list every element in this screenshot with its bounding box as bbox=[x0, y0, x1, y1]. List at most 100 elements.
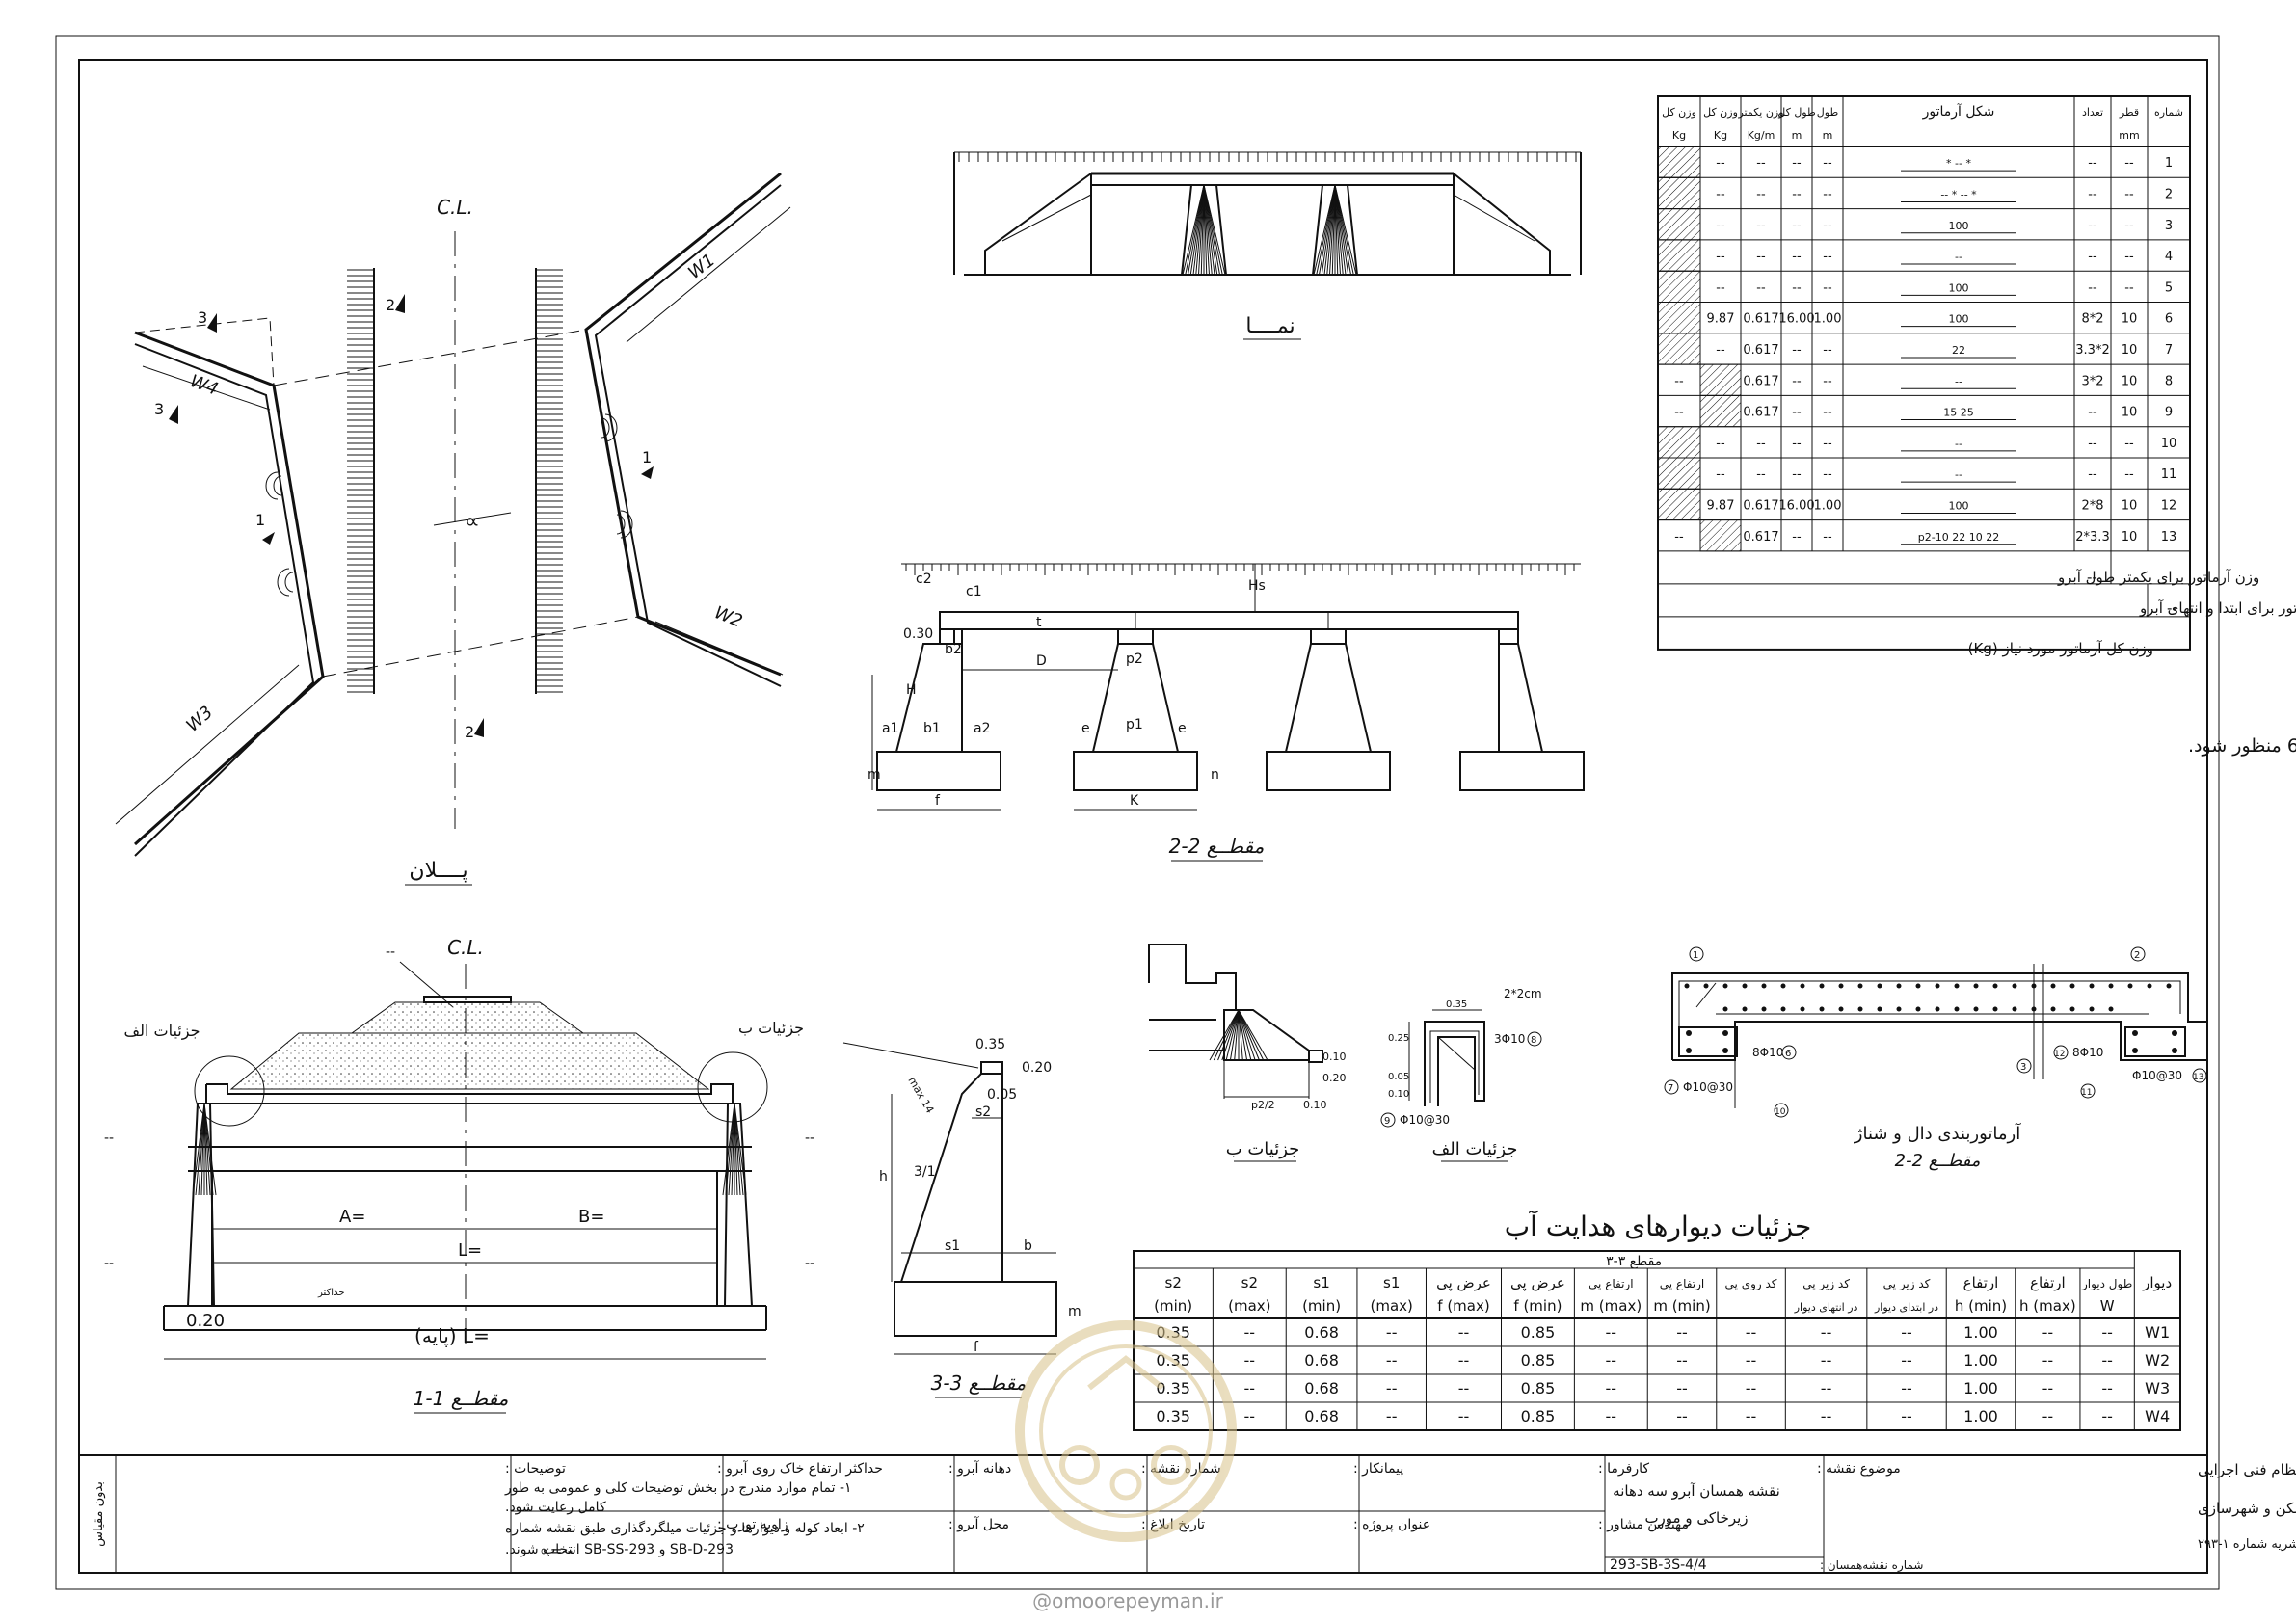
rebar-cell: 10 bbox=[2122, 343, 2138, 358]
plan-w3: W3 bbox=[182, 703, 217, 736]
tb-skew-value: ∝=-- bbox=[540, 1542, 573, 1559]
section22-title: مقطــع 2-2 bbox=[1169, 835, 1265, 858]
rebar-header-unit-7: Kg bbox=[1714, 129, 1727, 142]
wall-cell: -- bbox=[1901, 1323, 1912, 1342]
wall-header-4: کد زیر پی bbox=[1883, 1277, 1931, 1291]
wall-cell: -- bbox=[1821, 1407, 1832, 1425]
rebar-header-unit-8: Kg bbox=[1672, 129, 1686, 142]
rebar-cell: -- bbox=[2088, 156, 2097, 171]
rebar-cell: -- bbox=[1674, 530, 1684, 545]
wall-cell: 1.00 bbox=[1963, 1407, 1998, 1425]
slab-bar12: 8Φ10 bbox=[2072, 1046, 2103, 1059]
tb-consultant-label: مهندس مشاور : bbox=[1598, 1517, 1689, 1532]
rebar-cell: -- bbox=[1716, 219, 1725, 233]
rebar-cell: -- bbox=[1716, 280, 1725, 295]
rebar-cell: 3 bbox=[2165, 219, 2173, 233]
wall-header-8: ارتفاع پی bbox=[1589, 1277, 1634, 1291]
wall-cell: -- bbox=[1606, 1351, 1617, 1370]
wall-cell: -- bbox=[2042, 1379, 2054, 1397]
wall-header-0: دیوار bbox=[2142, 1274, 2172, 1291]
deta-bar9: Φ10@30 bbox=[1400, 1113, 1450, 1127]
rebar-cell: 0.617 bbox=[1743, 498, 1778, 513]
watermark-text: @omoorepeyman.ir bbox=[1032, 1589, 1223, 1612]
s11-a: A= bbox=[339, 1207, 365, 1227]
s22-a1: a1 bbox=[882, 721, 899, 736]
rebar-cell: 10 bbox=[2122, 406, 2138, 420]
wall-header-12: s1 bbox=[1313, 1274, 1329, 1291]
rebar-cell: -- bbox=[1792, 280, 1802, 295]
rebar-cell: 0.617 bbox=[1743, 312, 1778, 327]
wall-header-9: عرض پی bbox=[1510, 1274, 1565, 1292]
rebar-cell: 5 bbox=[2165, 280, 2173, 295]
wall-header-5: کد زیر پی bbox=[1802, 1277, 1850, 1291]
slab-n2: 2 bbox=[2134, 950, 2140, 961]
rebar-cell: 100 bbox=[1949, 220, 1969, 232]
rebar-cell: 0.617 bbox=[1743, 343, 1778, 358]
rebar-cell: -- bbox=[2124, 156, 2134, 171]
rebar-cell: 9.87 bbox=[1707, 312, 1735, 327]
deta-n9: 9 bbox=[1384, 1116, 1390, 1127]
tb-subject-1: نقشه همسان آبرو سه دهانه bbox=[1613, 1482, 1780, 1500]
wall-header-sub-14: (min) bbox=[1154, 1297, 1192, 1315]
deta-025: 0.25 bbox=[1388, 1033, 1409, 1044]
s22-m: m bbox=[868, 767, 881, 783]
detail-b: p2/2 0.10 0.10 0.20 جزئیات ب bbox=[1148, 944, 1347, 1162]
wall-cell: 0.68 bbox=[1304, 1323, 1339, 1342]
s22-c1: c1 bbox=[966, 584, 982, 599]
tb-sheet-no: 293-SB-3S-4/4 bbox=[1610, 1557, 1707, 1573]
wall-header-1: طول دیوار bbox=[2081, 1277, 2132, 1291]
rebar-header-unit-5: m bbox=[1792, 129, 1802, 142]
rebar-header-4: طول bbox=[1817, 106, 1839, 119]
wall-cell: -- bbox=[1606, 1407, 1617, 1425]
rebar-cell: 100 bbox=[1949, 499, 1969, 512]
rebar-cell: -- bbox=[1955, 251, 1962, 263]
slab-n1: 1 bbox=[1693, 950, 1698, 961]
s33-020: 0.20 bbox=[1022, 1060, 1052, 1076]
wall-cell: 0.68 bbox=[1304, 1379, 1339, 1397]
s22-e2: e bbox=[1178, 721, 1187, 736]
s11-dash-l1: -- bbox=[104, 1131, 114, 1146]
wall-cell: -- bbox=[1676, 1351, 1688, 1370]
wall-cell: -- bbox=[1901, 1379, 1912, 1397]
s33-slope: 3/1 bbox=[914, 1164, 936, 1180]
detb-p2half: p2/2 bbox=[1251, 1099, 1275, 1111]
slab-n7: 7 bbox=[1668, 1083, 1673, 1094]
rebar-cell: 2 bbox=[2165, 187, 2173, 201]
detail-a-title: جزئیات الف bbox=[1432, 1139, 1518, 1159]
wall-cell: -- bbox=[1676, 1379, 1688, 1397]
rebar-cell: 9 bbox=[2165, 406, 2173, 420]
rebar-footer-2-val: -- bbox=[2167, 599, 2177, 617]
slab-n10: 10 bbox=[1775, 1107, 1786, 1117]
s22-p2: p2 bbox=[1126, 652, 1143, 667]
wall-cell: 0.85 bbox=[1521, 1407, 1556, 1425]
s22-n: n bbox=[1211, 767, 1219, 783]
wall-cell: -- bbox=[1386, 1407, 1398, 1425]
s22-f: f bbox=[935, 793, 941, 809]
deta-cm: 2*2cm bbox=[1504, 987, 1542, 1000]
deta-010: 0.10 bbox=[1388, 1089, 1409, 1100]
rebar-cell: -- bbox=[1823, 467, 1832, 482]
plan-sec-3a: 3 bbox=[198, 308, 207, 327]
s22-b2: b2 bbox=[945, 642, 962, 657]
wall-cell: -- bbox=[1746, 1407, 1757, 1425]
wall-cell: -- bbox=[1458, 1407, 1470, 1425]
wall-table-subtitle: مقطع ۳-۳ bbox=[1606, 1254, 1662, 1269]
s33-max14: max 14 bbox=[905, 1075, 936, 1115]
wall-cell: -- bbox=[2042, 1351, 2054, 1370]
rebar-cell: -- bbox=[1792, 374, 1802, 388]
slab-bar6: 8Φ10 bbox=[1752, 1046, 1783, 1059]
rebar-cell: -- bbox=[1823, 530, 1832, 545]
tb-sheet-no-label: شماره نقشه‌همسان : bbox=[1820, 1558, 1923, 1573]
wall-cell: 0.68 bbox=[1304, 1351, 1339, 1370]
rebar-cell: -- bbox=[1823, 187, 1832, 201]
slab-n11: 11 bbox=[2081, 1088, 2092, 1098]
wall-header-sub-1: W bbox=[2100, 1297, 2115, 1315]
s11-dash-r2: -- bbox=[805, 1256, 814, 1271]
rebar-cell: -- bbox=[1792, 219, 1802, 233]
wall-cell: -- bbox=[2101, 1407, 2113, 1425]
rebar-header-6: وزن یکمتر bbox=[1737, 106, 1783, 119]
plan-view: C.L. W1 W2 W3 W4 ∝ 3 3 bbox=[115, 172, 791, 886]
rebar-footer-3: -- (Kg) وزن کل آرماتور مورد نیاز bbox=[1953, 640, 2153, 657]
s22-e1: e bbox=[1081, 721, 1090, 736]
